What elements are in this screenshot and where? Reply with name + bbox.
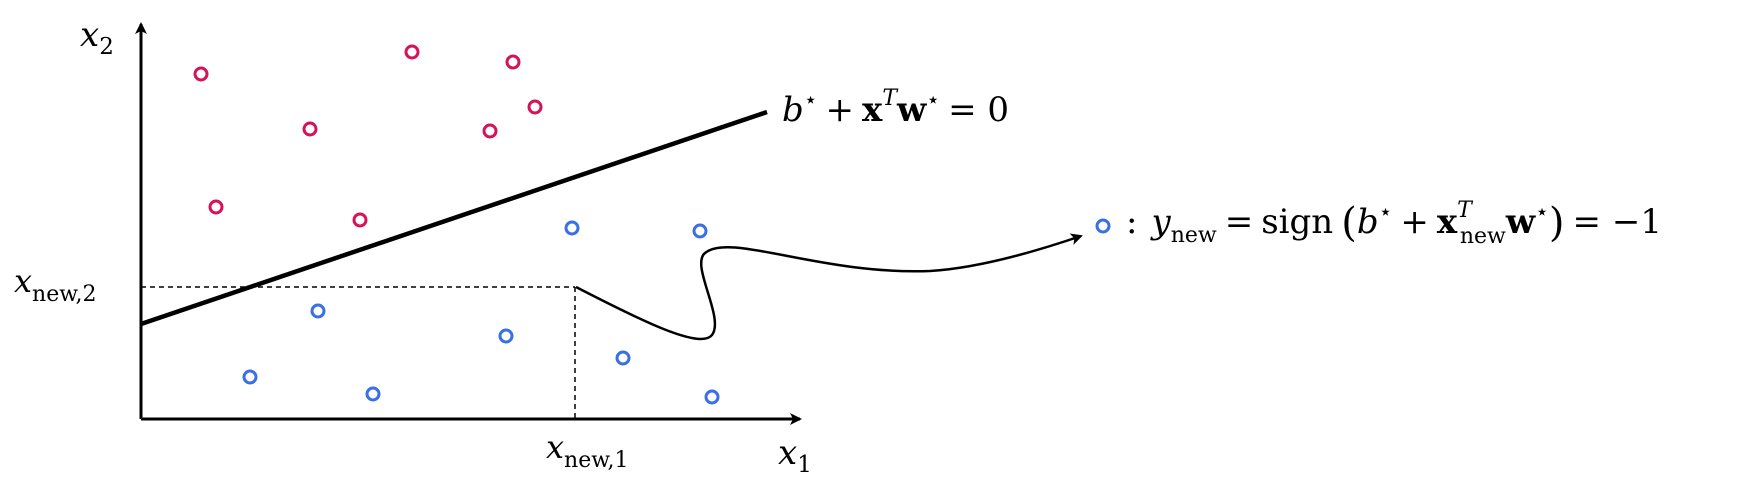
data-point-negative (564, 220, 580, 236)
data-point-negative (704, 389, 720, 405)
data-point-positive (404, 44, 420, 60)
data-point-positive (352, 212, 368, 228)
decision-boundary-line (140, 109, 768, 327)
data-point-positive (527, 99, 543, 115)
x-axis-label: x1 (778, 433, 812, 477)
decision-boundary-equation: b⋆+xTw⋆= 0 (782, 86, 1009, 130)
data-point-positive (482, 123, 498, 139)
data-point-negative (498, 328, 514, 344)
data-point-positive (193, 66, 209, 82)
data-point-positive (208, 199, 224, 215)
tick-label-x-new-2: xnew,2 (14, 262, 96, 307)
data-point-negative (242, 369, 258, 385)
tick-label-x-new-1: xnew,1 (546, 428, 628, 473)
data-point-negative (365, 386, 381, 402)
connector-arrow (575, 233, 1083, 341)
data-point-negative (615, 350, 631, 366)
data-point-negative (310, 303, 326, 319)
legend-point-negative (1095, 218, 1111, 234)
data-points (193, 44, 720, 405)
data-point-negative (692, 223, 708, 239)
data-point-positive (302, 121, 318, 137)
y-axis-label: x2 (80, 15, 114, 60)
data-point-positive (505, 54, 521, 70)
